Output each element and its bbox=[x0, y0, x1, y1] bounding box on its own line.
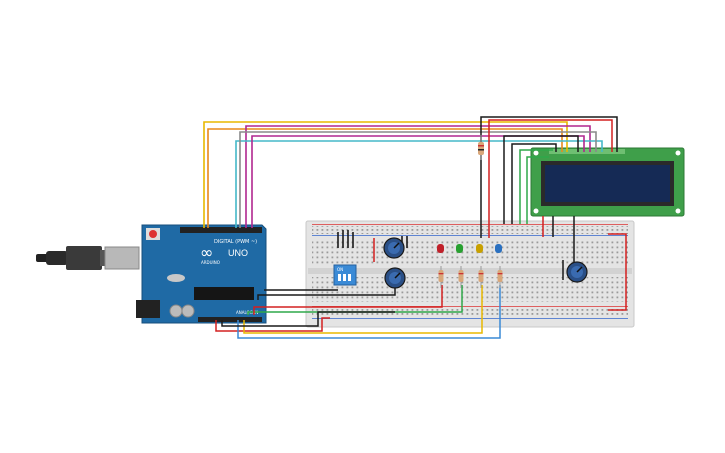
led-blue[interactable] bbox=[495, 244, 502, 253]
resistor[interactable] bbox=[438, 266, 444, 288]
usb-cable-icon bbox=[36, 246, 108, 270]
wire-yellow[interactable] bbox=[203, 121, 568, 228]
atmega-chip bbox=[194, 287, 254, 300]
wire-black-bottom-3[interactable] bbox=[221, 311, 395, 327]
resistor[interactable] bbox=[478, 266, 484, 288]
power-jack bbox=[136, 300, 160, 318]
potentiometer-icon[interactable] bbox=[383, 237, 405, 259]
dip-switch-label: ON bbox=[337, 267, 343, 272]
wire-red-bottom-2[interactable] bbox=[253, 285, 443, 315]
wire-orange[interactable] bbox=[207, 128, 563, 228]
wire-black-lcd-3[interactable] bbox=[511, 143, 557, 224]
capacitor bbox=[169, 304, 183, 318]
bottom-power-rail bbox=[312, 308, 628, 316]
usb-port bbox=[104, 246, 140, 270]
dip-switch[interactable]: ON bbox=[333, 264, 357, 286]
wire-magenta-2[interactable] bbox=[251, 135, 585, 228]
wires-bottom bbox=[215, 285, 501, 339]
maker-label: ARDUINO bbox=[201, 260, 220, 265]
wires-top bbox=[203, 121, 603, 228]
wire-red-lcd[interactable] bbox=[488, 119, 613, 238]
lcd-mount-hole bbox=[675, 150, 681, 156]
lcd-screen bbox=[545, 165, 670, 202]
analog-header-label: ANALOG IN bbox=[236, 310, 258, 315]
wire-green-lcd[interactable] bbox=[519, 149, 553, 224]
capacitor bbox=[181, 304, 195, 318]
wire-magenta[interactable] bbox=[245, 125, 591, 228]
short-jumpers bbox=[373, 238, 564, 280]
lcd-mount-hole bbox=[533, 208, 539, 214]
potentiometer-icon[interactable] bbox=[566, 261, 588, 283]
wire-green-lcd-2[interactable] bbox=[526, 156, 549, 224]
resistors[interactable] bbox=[438, 266, 503, 288]
reset-button-cap[interactable] bbox=[149, 230, 157, 238]
wire-black-lcd[interactable] bbox=[480, 116, 618, 238]
digital-header bbox=[180, 227, 262, 233]
model-label: UNO bbox=[228, 248, 248, 258]
wire-grey[interactable] bbox=[239, 131, 597, 228]
led-green[interactable] bbox=[456, 244, 463, 253]
center-channel bbox=[308, 268, 632, 274]
led-red[interactable] bbox=[437, 244, 444, 253]
wire-cyan[interactable] bbox=[235, 140, 603, 228]
lcd-display[interactable] bbox=[530, 147, 685, 217]
wire-red-rail[interactable] bbox=[608, 233, 627, 311]
resistor[interactable] bbox=[458, 266, 464, 288]
arduino-logo-icon: ∞ bbox=[200, 243, 213, 262]
top-power-rail bbox=[312, 226, 628, 234]
wire-red-bottom[interactable] bbox=[215, 317, 330, 332]
arduino-uno-board[interactable]: DIGITAL (PWM ~) ∞ UNO ARDUINO ANALOG IN bbox=[36, 224, 267, 324]
upper-terminal-strip bbox=[312, 240, 628, 265]
wires-lcd bbox=[480, 116, 627, 311]
lcd-mount-hole bbox=[533, 150, 539, 156]
wire-black-bottom[interactable] bbox=[257, 285, 396, 300]
lcd-pin-header bbox=[549, 149, 625, 154]
lcd-mount-hole bbox=[675, 208, 681, 214]
potentiometer-icon[interactable] bbox=[384, 267, 406, 289]
resistor-top[interactable] bbox=[478, 135, 484, 160]
led-yellow[interactable] bbox=[476, 244, 483, 253]
wire-blue-bottom[interactable] bbox=[237, 285, 501, 339]
wire-black-lcd-2[interactable] bbox=[503, 135, 579, 224]
resistor[interactable] bbox=[497, 266, 503, 288]
analog-header bbox=[198, 317, 262, 322]
digital-header-label: DIGITAL (PWM ~) bbox=[214, 239, 257, 245]
crystal-oscillator bbox=[167, 274, 185, 282]
